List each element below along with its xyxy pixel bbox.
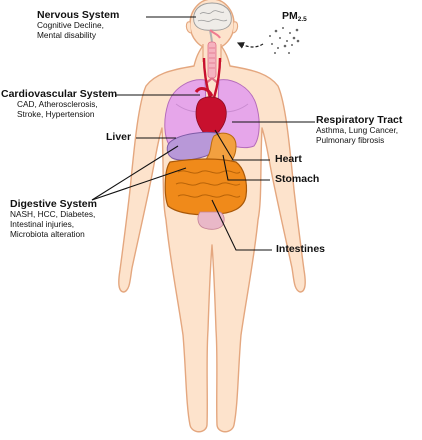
leader-digestive-2 — [91, 167, 187, 201]
cardiovascular-system-title: Cardiovascular System — [1, 88, 118, 100]
digestive-system-desc-2: Intestinal injuries, — [10, 219, 75, 230]
bladder — [197, 211, 225, 230]
pm-particle — [295, 28, 299, 32]
respiratory-tract-desc-2: Pulmonary fibrosis — [316, 135, 385, 146]
pm-particle — [291, 44, 293, 46]
pm-particle — [274, 52, 276, 54]
intestines-label: Intestines — [276, 243, 326, 255]
intestines — [164, 158, 248, 216]
leader-heart — [214, 129, 270, 161]
particle-cloud — [269, 27, 300, 54]
pm-particle — [282, 27, 284, 29]
pm-particle — [292, 36, 296, 40]
leader-stomach — [222, 154, 270, 181]
digestive-system-label: Digestive System NASH, HCC, Diabetes, In… — [10, 198, 97, 240]
pm-particle — [277, 47, 279, 49]
pm-particle — [271, 43, 273, 45]
leader-digestive-1 — [91, 145, 179, 201]
pm-particle — [289, 32, 291, 34]
heart-label: Heart — [275, 153, 302, 165]
respiratory-tract-title: Respiratory Tract — [316, 114, 403, 126]
pm25-label: PM2.5 — [282, 10, 307, 24]
nervous-system-desc-2: Mental disability — [37, 30, 97, 41]
respiratory-tract-label: Respiratory Tract Asthma, Lung Cancer, P… — [316, 114, 402, 146]
nervous-system-label: Nervous System Cognitive Decline, Mental… — [37, 9, 119, 41]
pm-particle — [269, 35, 271, 37]
pm-particle — [288, 52, 290, 54]
lungs — [164, 79, 260, 149]
pm-particle — [283, 44, 287, 48]
respiratory-tract-desc-1: Asthma, Lung Cancer, — [316, 125, 399, 136]
pm-particle — [279, 37, 281, 39]
cardiovascular-system-desc-2: Stroke, Hypertension — [17, 109, 95, 120]
stomach-label: Stomach — [275, 173, 320, 185]
cardiovascular-system-label: Cardiovascular System CAD, Atheroscleros… — [1, 88, 117, 120]
leader-intestines — [211, 199, 272, 251]
pm25-subscript: 2.5 — [297, 16, 307, 23]
ear-left — [185, 21, 192, 34]
nervous-system-title: Nervous System — [37, 9, 120, 21]
liver-label: Liver — [106, 131, 132, 143]
cardiovascular-system-desc-1: CAD, Atherosclerosis, — [17, 99, 98, 110]
nervous-system-desc-1: Cognitive Decline, — [37, 20, 104, 31]
digestive-system-title: Digestive System — [10, 198, 97, 210]
pm25-main: PM — [282, 10, 298, 22]
digestive-system-desc-1: NASH, HCC, Diabetes, — [10, 209, 96, 220]
pm-particle — [296, 39, 300, 43]
pm-particle — [286, 40, 288, 42]
brain — [193, 2, 232, 45]
body-outline — [118, 42, 306, 433]
ear-right — [232, 21, 239, 34]
inhalation-arrow — [236, 42, 264, 49]
leader-lines — [91, 16, 315, 251]
pm-particle — [274, 29, 278, 33]
digestive-system-desc-3: Microbiota alteration — [10, 228, 85, 239]
